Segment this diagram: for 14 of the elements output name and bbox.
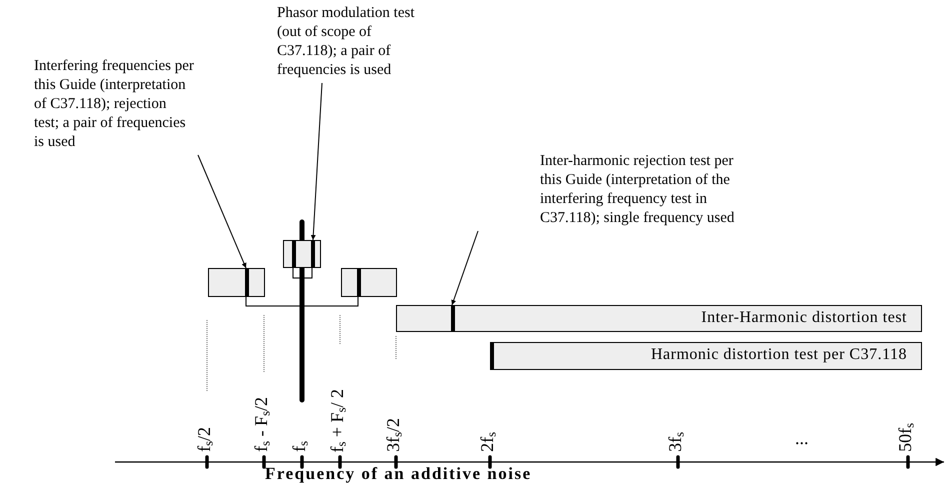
frequency-band-box xyxy=(283,240,321,268)
leader-arrow xyxy=(451,230,478,306)
pair-bracket xyxy=(246,296,358,306)
ellipsis-label: ... xyxy=(795,428,808,449)
axis-title: Frequency of an additive noise xyxy=(265,464,532,483)
callout-text: Phasor modulation test (out of scope of C37.118); a pair of frequencies is used xyxy=(277,4,427,80)
callout-text: Inter-harmonic rejection test per this Guide (interpretation of the interfering frequency test in C37.118); single frequency used xyxy=(540,152,755,228)
leader-arrow xyxy=(198,154,246,268)
frequency-band-box xyxy=(341,268,397,297)
test-range-bar: Inter-Harmonic distortion test xyxy=(396,305,922,332)
test-range-bar: Harmonic distortion test per C37.118 xyxy=(490,342,922,370)
leader-arrow xyxy=(310,82,322,240)
frequency-band-box xyxy=(208,268,265,297)
callout-text: Interfering frequencies per this Guide (interpretation of C37.118); rejection test; a pair of frequencies is used xyxy=(34,57,194,152)
